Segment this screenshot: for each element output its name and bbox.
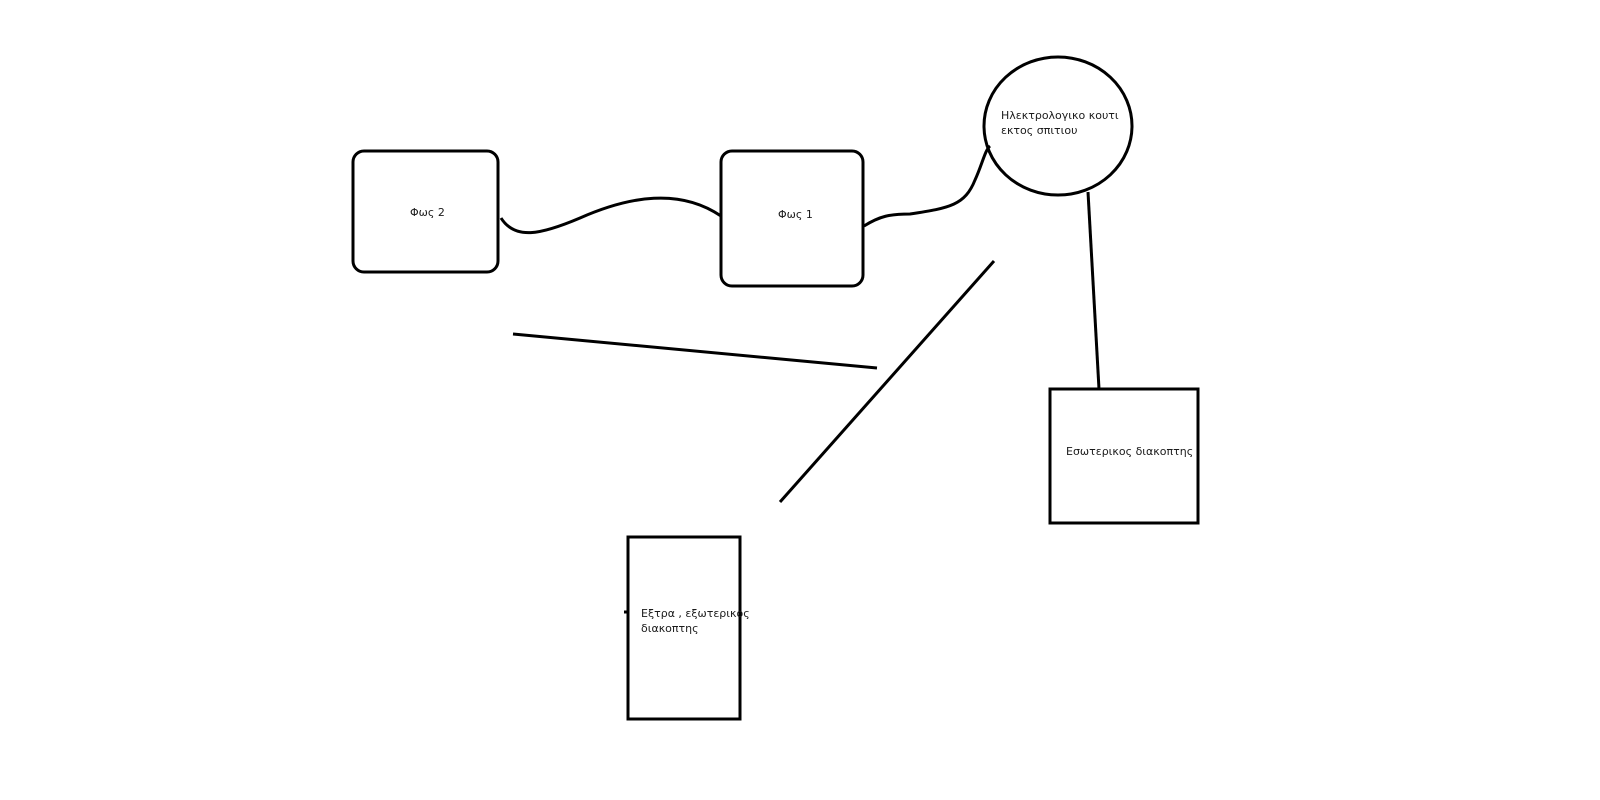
wire-light2-light1 bbox=[499, 196, 722, 235]
electrical-box-circle[interactable] bbox=[982, 55, 1134, 197]
light-2-label: Φως 2 bbox=[410, 206, 445, 219]
wire-diagonal-stroke bbox=[778, 260, 996, 503]
internal-switch-box[interactable] bbox=[1048, 387, 1200, 525]
wire-light1-box bbox=[863, 144, 992, 228]
external-switch-box[interactable] bbox=[626, 535, 742, 721]
light-1-label: Φως 1 bbox=[778, 208, 813, 221]
internal-switch-label: Εσωτερικος διακοπτης bbox=[1066, 445, 1194, 458]
external-switch-label: Εξτρα , εξωτερικος διακοπτης bbox=[641, 607, 750, 635]
light-2-box[interactable] bbox=[351, 149, 500, 274]
wire-horizontal-stroke bbox=[512, 332, 878, 370]
light-1-box[interactable] bbox=[719, 149, 865, 288]
electrical-box-label: Ηλεκτρολογικο κουτι εκτος σπιτιου bbox=[1001, 109, 1119, 137]
wire-box-internal-switch bbox=[1086, 191, 1101, 390]
